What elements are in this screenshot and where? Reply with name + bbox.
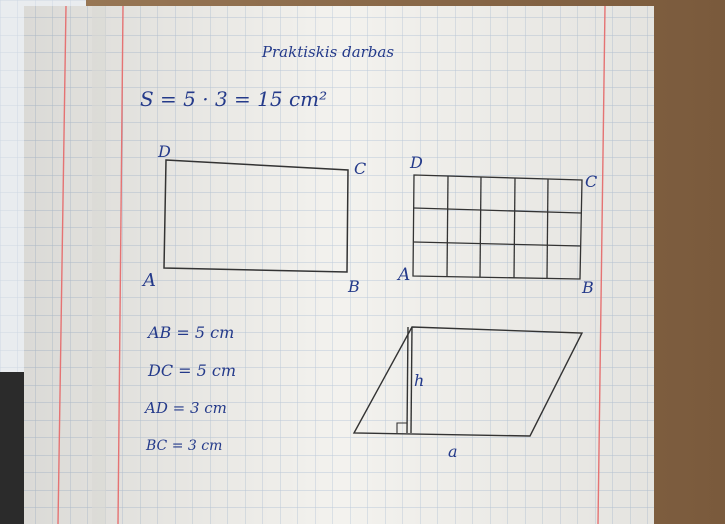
measurement-ab: AB = 5 cm xyxy=(146,323,234,342)
area-formula: S = 5 · 3 = 15 cm² xyxy=(140,87,327,111)
notebook-page xyxy=(24,5,654,524)
rect-label-d: D xyxy=(157,142,171,161)
grid-label-c: C xyxy=(585,172,597,191)
left-margin-line xyxy=(57,5,67,524)
inner-margin-line xyxy=(117,5,124,524)
grid-rectangle xyxy=(412,174,583,280)
plain-rectangle xyxy=(163,159,349,273)
rect-label-c: C xyxy=(354,159,366,178)
page-title: Praktiskis darbas xyxy=(261,43,394,61)
measurement-bc: BC = 3 cm xyxy=(145,438,222,454)
parallelogram xyxy=(352,326,584,437)
measurement-dc: DC = 5 cm xyxy=(147,361,236,380)
base-label: a xyxy=(448,442,458,461)
right-margin-line xyxy=(597,5,606,524)
rect-label-a: A xyxy=(141,270,156,291)
grid-label-a: A xyxy=(396,265,410,285)
rect-label-b: B xyxy=(347,277,360,296)
height-label: h xyxy=(414,371,424,390)
measurement-ad: AD = 3 cm xyxy=(143,399,227,417)
grid-label-b: B xyxy=(581,278,594,297)
grid-label-d: D xyxy=(409,153,423,172)
